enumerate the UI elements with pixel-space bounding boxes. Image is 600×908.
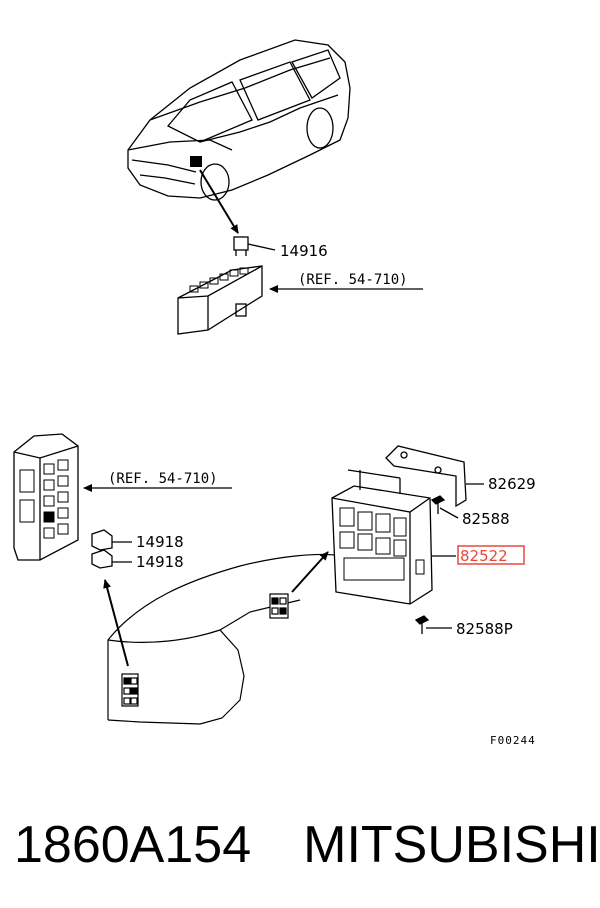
- label-14916: 14916: [280, 242, 328, 260]
- vehicle-illustration: [127, 39, 351, 201]
- part-number: 1860A154: [14, 816, 252, 874]
- vehicle-relay-marker: [190, 156, 202, 167]
- brand-name: MITSUBISHI: [303, 816, 600, 874]
- fuse-box: [13, 433, 79, 561]
- junction-block-top: [177, 265, 263, 335]
- ref-label-left: (REF. 54-710): [108, 471, 218, 487]
- dashboard-outline: [107, 553, 343, 725]
- parts-diagram: 14916 (REF. 54-710) (REF. 54-710): [13, 39, 536, 747]
- ref-label-top: (REF. 54-710): [298, 272, 408, 288]
- bracket-82629: [385, 445, 484, 508]
- relay-14918-a: [91, 529, 132, 551]
- figure-code: F00244: [490, 734, 536, 747]
- label-82522: 82522: [460, 547, 508, 565]
- dash-relay-block-left: [121, 673, 139, 707]
- dash-ecu-location: [269, 593, 289, 619]
- label-14918-a: 14918: [136, 533, 184, 551]
- arrow-dash-to-relays: [103, 579, 129, 667]
- ecu-82522: [331, 469, 456, 605]
- bolt-82588p: [414, 615, 452, 634]
- label-82588: 82588: [462, 510, 510, 528]
- label-14918-b: 14918: [136, 553, 184, 571]
- arrow-vehicle-to-relay: [199, 169, 239, 234]
- arrow-dash-to-ecu: [291, 551, 329, 593]
- relay-14918-b: [91, 549, 132, 569]
- relay-14916: [233, 236, 276, 256]
- bolt-82588: [430, 495, 459, 519]
- label-82588p: 82588P: [456, 620, 513, 638]
- highlight-box-82522: [457, 545, 525, 565]
- footer-caption: 1860A154 MITSUBISHI: [14, 800, 600, 890]
- label-82629: 82629: [488, 475, 536, 493]
